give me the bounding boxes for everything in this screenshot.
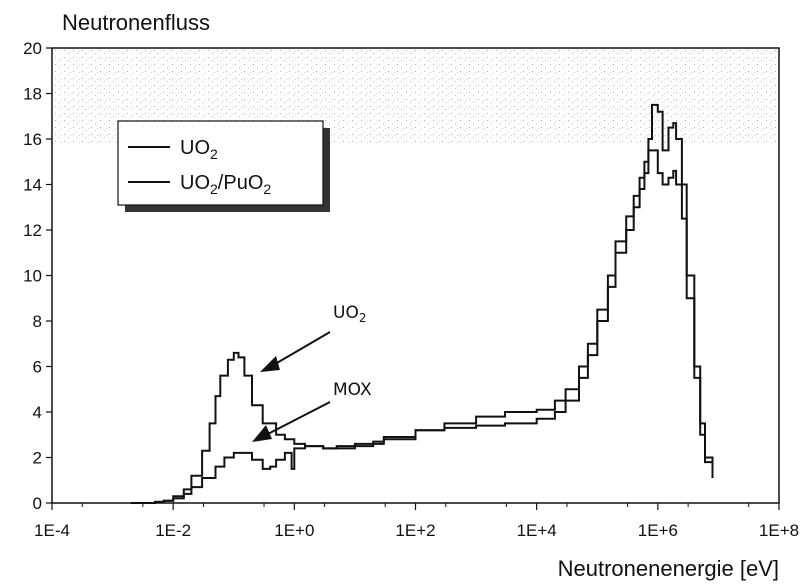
annotation-mox-arrow xyxy=(261,401,331,438)
series-line-uo2-puo2 xyxy=(130,149,714,504)
x-tick-label: 1E+2 xyxy=(395,521,435,540)
legend-label-uo2-puo2-tail: /PuO xyxy=(218,172,264,194)
y-tick-label: 8 xyxy=(33,312,42,331)
plot-border xyxy=(51,47,780,504)
x-tick-label: 1E+6 xyxy=(638,521,678,540)
legend-label-uo2-puo2-sub2: 2 xyxy=(263,181,271,197)
y-tick-label: 6 xyxy=(33,358,42,377)
legend-label-uo2-sub: 2 xyxy=(210,146,218,162)
legend: UO2 UO2/PuO2 xyxy=(117,120,330,212)
legend-label-uo2-puo2: UO2/PuO2 xyxy=(180,172,271,197)
annotation-uo2-label: UO2 xyxy=(333,303,366,325)
legend-box xyxy=(117,120,324,206)
y-tick-label: 18 xyxy=(23,85,42,104)
y-tick-label: 0 xyxy=(33,494,42,513)
x-tick-label: 1E-2 xyxy=(155,521,191,540)
annotation-uo2-arrow xyxy=(269,331,331,368)
annotation-uo2-arrowhead xyxy=(260,356,280,372)
y-axis: 0 2 4 6 8 10 12 14 16 18 20 xyxy=(23,39,52,513)
y-tick-label: 14 xyxy=(23,176,42,195)
y-tick-label: 12 xyxy=(23,221,42,240)
legend-label-uo2-puo2-sub: 2 xyxy=(210,181,218,197)
x-tick-label: 1E+0 xyxy=(274,521,314,540)
annotation-mox-label: MOX xyxy=(333,380,372,400)
y-tick-label: 16 xyxy=(23,130,42,149)
y-tick-label: 20 xyxy=(23,39,42,58)
x-axis: 1E-4 1E-2 1E+0 1E+2 1E+4 1E+6 1E+8 xyxy=(34,503,799,540)
y-tick-label: 2 xyxy=(33,449,42,468)
annotation-uo2-base: UO xyxy=(333,303,359,323)
y-axis-title: Neutronenfluss xyxy=(62,10,210,35)
series-line-uo2 xyxy=(130,103,714,504)
x-tick-label: 1E-4 xyxy=(34,521,70,540)
annotation-uo2-sub: 2 xyxy=(359,311,367,325)
x-tick-label: 1E+4 xyxy=(517,521,557,540)
legend-label-uo2-puo2-base: UO xyxy=(180,172,210,194)
legend-label-uo2: UO2 xyxy=(180,137,218,162)
annotation-mox-arrowhead xyxy=(252,425,272,442)
y-tick-label: 4 xyxy=(33,403,42,422)
series-layer xyxy=(130,103,714,504)
x-axis-title: Neutronenenergie [eV] xyxy=(558,556,779,581)
annotations: UO2 MOX xyxy=(252,303,372,442)
y-tick-label: 10 xyxy=(23,267,42,286)
legend-label-uo2-base: UO xyxy=(180,137,210,159)
x-tick-label: 1E+8 xyxy=(759,521,799,540)
